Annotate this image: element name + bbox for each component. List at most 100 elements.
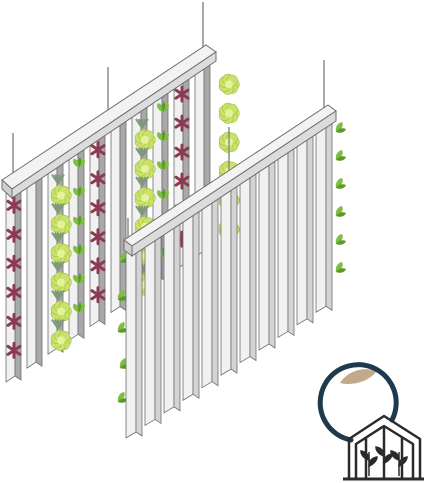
leaf-blade [78,187,85,197]
side-leaf [336,184,346,189]
herb-icon [51,203,65,214]
louvre-slat [163,218,175,414]
red-leaf-icon [6,312,22,330]
herb-stem [57,174,65,185]
greenhouse-logo-icon [317,362,424,481]
herb-icon [135,147,149,158]
lettuce-core [56,307,66,316]
leaf-blade [78,303,85,313]
louvre-slat [201,192,213,389]
lettuce-core [224,80,234,89]
louvre-slat [239,167,251,364]
leaf-blade [73,187,80,197]
herb-icon [135,118,149,129]
lettuce-head-icon [50,300,72,322]
louvre-slat [315,117,327,313]
louvre-slat-side [211,192,219,387]
lettuce-core [140,164,150,173]
tower-column-side [119,113,127,312]
green-leaf-icon [157,188,169,200]
lettuce-head-icon [50,213,72,235]
leaf-blade [73,245,80,255]
louvre-slat [277,142,289,339]
leaf-blade [78,156,82,168]
side-leaf [119,252,127,262]
red-leaf-blade [6,312,22,330]
red-leaf-icon [90,228,106,246]
herb-stem [57,232,65,243]
leaf-blade [157,132,164,142]
tower-column [110,113,121,314]
leaf-blade [157,190,164,200]
louvre-slat [258,155,270,351]
lettuce-core [224,109,234,118]
side-leaf [117,290,125,300]
red-leaf-icon [174,172,190,190]
louvre-slat-side [306,130,314,324]
herb-stem [141,176,149,187]
red-leaf-blade [90,286,106,304]
green-leaf-icon [157,159,169,171]
green-leaf-icon [73,272,85,284]
side-leaf [335,206,343,216]
green-leaf-icon [73,156,85,168]
leaf-blade [157,161,164,171]
red-leaf-blade [6,341,22,359]
green-leaf-icon [73,301,85,313]
louvre-slat-side [287,142,295,337]
back-top-rail-face [11,51,217,199]
herb-stem [57,319,65,330]
lettuce-core [56,220,66,229]
lettuce-core [140,135,150,144]
red-leaf-blade [90,141,106,159]
red-leaf-icon [174,85,190,103]
lettuce-core [56,249,66,258]
red-leaf-icon [90,170,106,188]
side-leaf [117,322,125,332]
herb-stem [141,205,149,216]
side-leaf [336,212,346,217]
red-leaf-icon [90,286,106,304]
herb-icon [51,319,65,330]
leaf-blade [78,185,82,197]
herb-icon [51,290,65,301]
louvre-slat-side [325,117,333,312]
lettuce-core [56,336,66,345]
red-leaf-icon [90,141,106,159]
louvre-slat-side [192,205,200,400]
lettuce-core [140,193,150,202]
green-leaf-icon [73,243,85,255]
green-leaf-icon [157,101,169,113]
louvre-slat [125,243,137,439]
leaf-blade [162,159,166,171]
sprout-icon [360,446,408,476]
red-leaf-blade [6,254,22,272]
louvre-slat-side [249,167,257,362]
louvre-slat-side [173,218,181,412]
herb-stem [141,147,149,158]
red-leaf-icon [6,341,22,359]
leaf-blade [162,101,166,113]
lettuce-head-icon [218,73,240,95]
leaf-blade [78,214,82,226]
red-leaf-icon [90,199,106,217]
red-leaf-icon [6,283,22,301]
herb-stem [57,290,65,301]
leaf-blade [73,303,80,313]
side-plant-group [117,122,346,403]
red-leaf-icon [174,143,190,161]
lettuce-head-icon [134,187,156,209]
leaf-blade [162,190,169,200]
front-louvre-panel [117,60,346,439]
lettuce-core [56,278,66,287]
herb-icon [51,232,65,243]
louvre-slat [182,205,194,401]
red-leaf-icon [6,225,22,243]
leaf-blade [78,272,82,284]
herb-icon [135,176,149,187]
red-leaf-icon [6,196,22,214]
side-leaf [117,392,125,402]
herb-icon [51,261,65,272]
